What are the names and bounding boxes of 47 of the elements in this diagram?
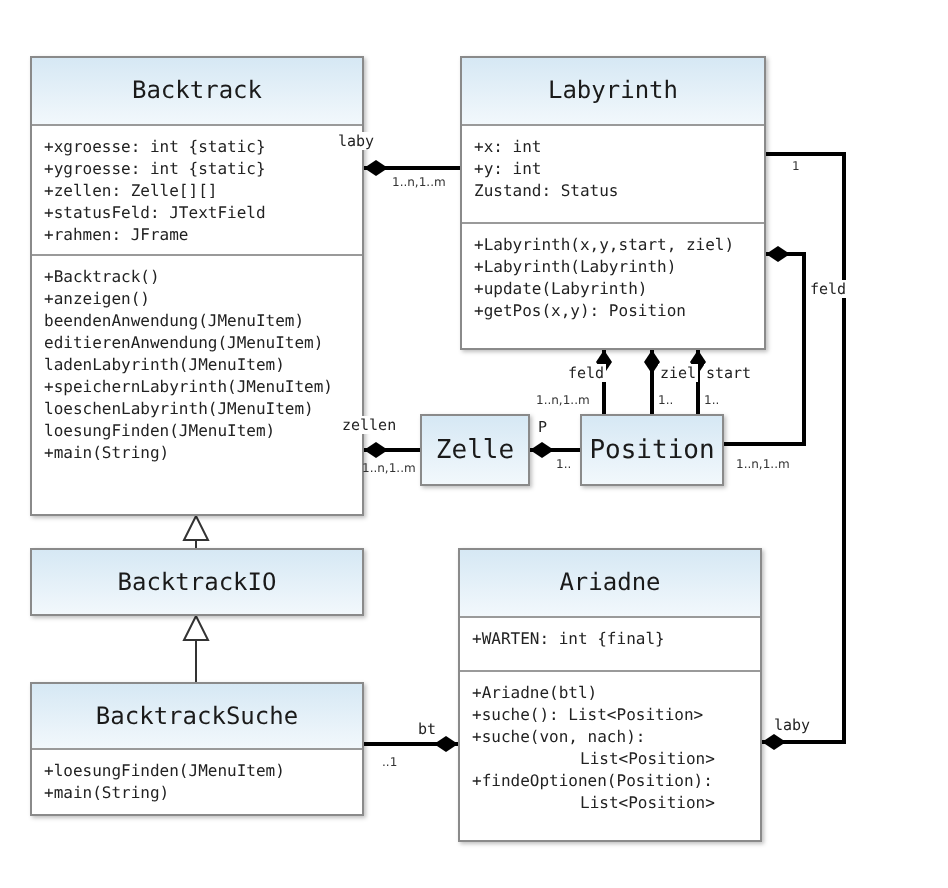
class-name: Ariadne	[460, 550, 760, 618]
class-name: Labyrinth	[462, 58, 764, 126]
method: +suche(): List<Position>	[472, 704, 706, 727]
composition-connector	[364, 160, 460, 176]
attribute: +ygroesse: int {static}	[44, 157, 268, 180]
composition-connector	[762, 152, 846, 750]
method: +main(String)	[44, 442, 172, 465]
method: +speichernLabyrinth(JMenuItem)	[44, 376, 335, 399]
method: ladenLabyrinth(JMenuItem)	[44, 354, 287, 377]
class-box	[458, 548, 762, 842]
attribute: +x: int	[474, 135, 544, 158]
attribute: +zellen: Zelle[][]	[44, 179, 220, 202]
method: beendenAnwendung(JMenuItem)	[44, 310, 307, 333]
class-name: Zelle	[422, 416, 528, 484]
method: +update(Labyrinth)	[474, 277, 650, 300]
method: +Labyrinth(Labyrinth)	[474, 255, 679, 278]
method: +Backtrack()	[44, 266, 162, 289]
method: loeschenLabyrinth(JMenuItem)	[44, 398, 316, 421]
method: +anzeigen()	[44, 288, 152, 311]
class-box	[460, 56, 766, 350]
composition-connector	[530, 442, 580, 458]
composition-connector	[364, 736, 458, 752]
class-name: Backtrack	[32, 58, 362, 126]
class-name: BacktrackIO	[32, 550, 362, 614]
attribute: +y: int	[474, 157, 544, 180]
attribute: Zustand: Status	[474, 179, 621, 202]
generalization-arrow	[183, 615, 209, 683]
composition-connector	[644, 350, 660, 414]
class-name: Position	[582, 416, 722, 484]
method: +Ariadne(btl)	[472, 682, 600, 705]
generalization-arrow	[183, 515, 209, 549]
attribute: +WARTEN: int {final}	[472, 627, 667, 650]
composition-connector	[690, 350, 706, 414]
class-name: BacktrackSuche	[32, 684, 362, 750]
method: +findeOptionen(Position): List<Position>	[472, 770, 717, 815]
method: +getPos(x,y): Position	[474, 299, 688, 322]
class-box	[30, 682, 364, 816]
method: +loesungFinden(JMenuItem)	[44, 759, 287, 782]
method: +Labyrinth(x,y,start, ziel)	[474, 233, 737, 256]
composition-connector	[596, 350, 612, 414]
method: editierenAnwendung(JMenuItem)	[44, 332, 326, 355]
method: +suche(von, nach): List<Position>	[472, 726, 717, 771]
composition-connector	[364, 442, 420, 458]
method: +main(String)	[44, 781, 172, 804]
attribute: +rahmen: JFrame	[44, 223, 191, 246]
composition-connector	[724, 246, 806, 446]
attribute: +statusFeld: JTextField	[44, 201, 268, 224]
